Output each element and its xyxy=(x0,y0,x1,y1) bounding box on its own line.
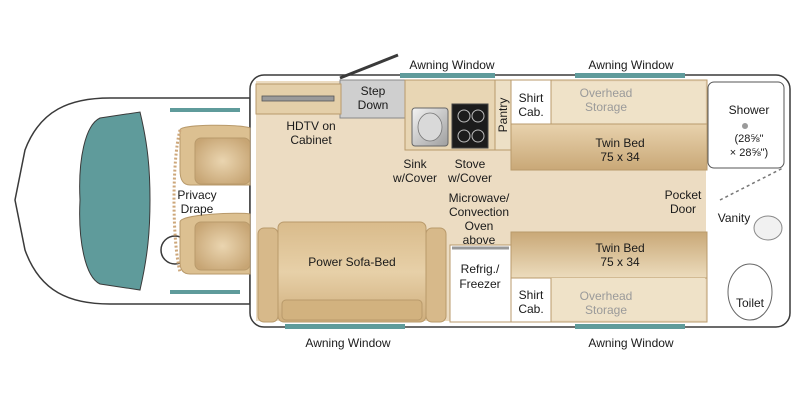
labels: Awning Window Awning Window Awning Windo… xyxy=(177,58,769,350)
windshield xyxy=(79,111,151,291)
label-hdtv-1: HDTV on xyxy=(286,119,335,133)
label-privacy-1: Privacy xyxy=(177,188,216,202)
label-shirt-cab-top-1: Shirt xyxy=(519,91,544,105)
awning-window-top-left xyxy=(400,73,495,78)
toilet xyxy=(727,263,773,321)
label-toilet: Toilet xyxy=(736,296,765,310)
label-microwave-2: Convection xyxy=(449,205,509,219)
label-shirt-cab-top-2: Cab. xyxy=(518,105,543,119)
label-pocket-2: Door xyxy=(670,202,696,216)
label-pantry: Pantry xyxy=(496,98,510,133)
label-refrig-2: Freezer xyxy=(459,277,500,291)
label-overhead-top-2: Storage xyxy=(585,100,627,114)
label-twin-bed-top-2: 75 x 34 xyxy=(600,150,640,164)
label-stove-1: Stove xyxy=(455,157,486,171)
label-microwave-1: Microwave/ xyxy=(449,191,510,205)
privacy-drape xyxy=(172,129,182,273)
label-overhead-bottom-2: Storage xyxy=(585,303,627,317)
label-stove-2: w/Cover xyxy=(447,171,492,185)
label-pocket-1: Pocket xyxy=(665,188,702,202)
shirt-cabinet-top xyxy=(510,79,552,125)
label-overhead-bottom-1: Overhead xyxy=(580,289,633,303)
label-shirt-cab-bottom-2: Cab. xyxy=(518,302,543,316)
label-step-down-1: Step xyxy=(361,84,386,98)
label-awning-top-left: Awning Window xyxy=(409,58,494,72)
label-awning-top-right: Awning Window xyxy=(588,58,673,72)
awning-window-bottom-left xyxy=(285,324,405,329)
label-shirt-cab-bottom-1: Shirt xyxy=(519,288,544,302)
label-privacy-2: Drape xyxy=(181,202,214,216)
label-refrig-1: Refrig./ xyxy=(461,262,500,276)
label-twin-bed-bottom-2: 75 x 34 xyxy=(600,255,640,269)
label-twin-bed-top-1: Twin Bed xyxy=(595,136,644,150)
label-hdtv-2: Cabinet xyxy=(290,133,332,147)
label-sofa: Power Sofa-Bed xyxy=(308,255,395,269)
shirt-cabinet-bottom xyxy=(510,277,552,323)
refrigerator xyxy=(449,244,512,323)
vanity-sink xyxy=(753,215,783,241)
power-sofa-bed xyxy=(257,221,447,323)
bathroom xyxy=(707,81,785,321)
label-sink-2: w/Cover xyxy=(392,171,437,185)
label-overhead-top-1: Overhead xyxy=(580,86,633,100)
label-sink-1: Sink xyxy=(403,157,427,171)
label-microwave-4: above xyxy=(463,233,496,247)
awning-window-bottom-right xyxy=(575,324,685,329)
label-shower-1: Shower xyxy=(729,103,770,117)
label-awning-bottom-right: Awning Window xyxy=(588,336,673,350)
hdtv xyxy=(261,95,335,102)
label-vanity: Vanity xyxy=(718,211,750,225)
label-microwave-3: Oven xyxy=(465,219,494,233)
label-awning-bottom-left: Awning Window xyxy=(305,336,390,350)
label-shower-3: × 28⅝") xyxy=(730,147,768,159)
label-twin-bed-bottom-1: Twin Bed xyxy=(595,241,644,255)
label-step-down-2: Down xyxy=(358,98,389,112)
entry-door xyxy=(339,53,399,80)
front-seats xyxy=(172,124,251,275)
label-shower-2: (28⅝" xyxy=(735,133,764,145)
stove xyxy=(451,103,489,149)
awning-window-top-right xyxy=(575,73,685,78)
